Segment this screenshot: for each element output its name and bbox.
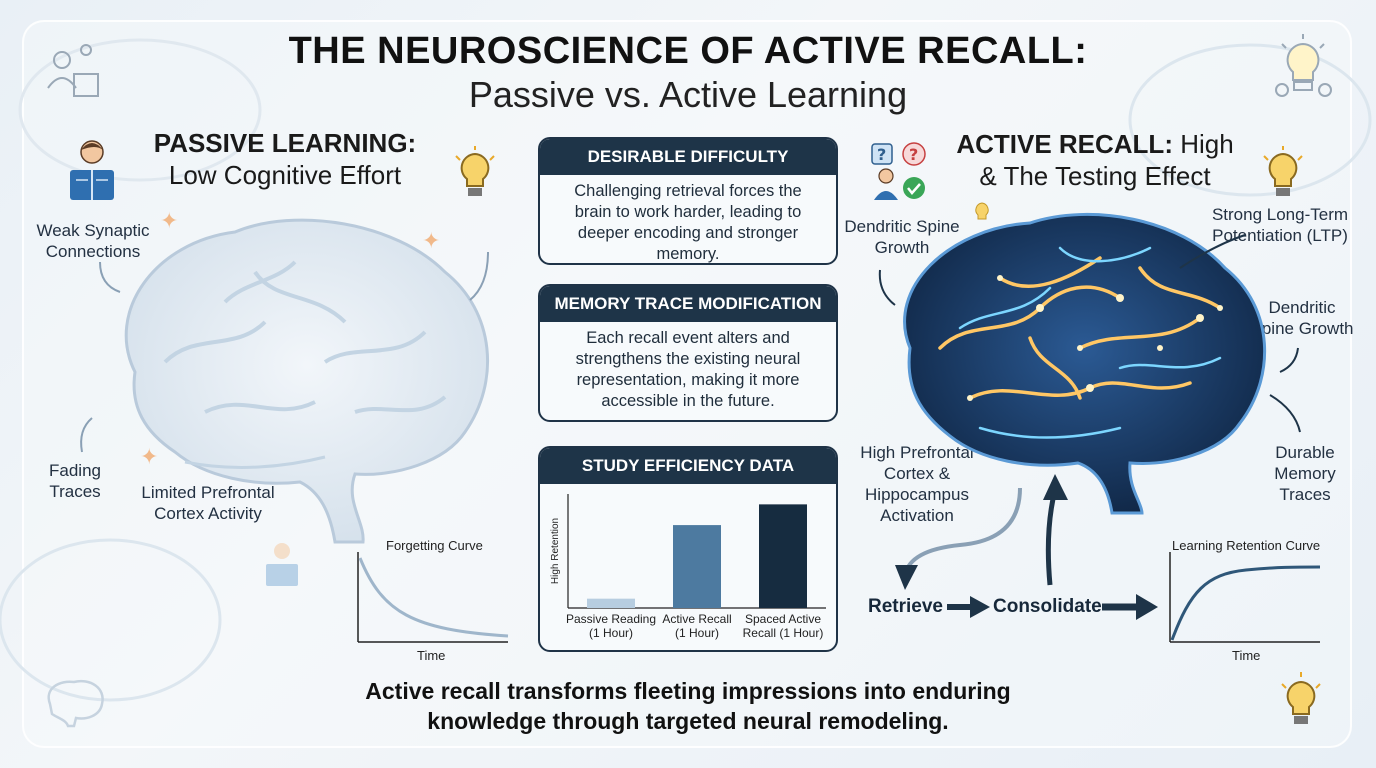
label-durable-traces: Durable Memory Traces <box>1274 443 1336 504</box>
label-ltp: Strong Long-Term Potentiation (LTP) <box>1211 205 1349 245</box>
sparkle-icons: ✦ ✦ ✦ <box>140 208 440 469</box>
active-heading: ACTIVE RECALL: High & The Testing Effect <box>950 128 1240 192</box>
label-high-prefrontal: High Prefrontal Cortex & Hippocampus Act… <box>860 443 974 525</box>
desirable-difficulty-heading: DESIRABLE DIFFICULTY <box>540 139 836 175</box>
memory-trace-text: Each recall event alters and strengthens… <box>575 329 801 410</box>
active-heading-bold: ACTIVE RECALL: <box>956 129 1173 159</box>
lightbulb-icon-active <box>1263 146 1303 196</box>
lightbulb-icon-bottom <box>1281 672 1321 724</box>
brain-outline-icon <box>47 679 104 728</box>
passive-heading-sub: Low Cognitive Effort <box>168 160 402 190</box>
people-collaboration-icon <box>47 44 99 97</box>
desirable-difficulty-text: Challenging retrieval forces the brain t… <box>574 182 802 263</box>
footer-line-1: Active recall transforms fleeting impres… <box>365 678 1011 704</box>
forgetting-curve-xlabel: Time <box>417 648 446 663</box>
retention-curve-chart <box>1169 552 1321 643</box>
student-reading-icon <box>70 140 114 200</box>
footer-line-2: knowledge through targeted neural remode… <box>427 708 949 734</box>
footer-caption: Active recall transforms fleeting impres… <box>0 676 1376 736</box>
active-heading-rest: High <box>1172 129 1234 159</box>
svg-text:✦: ✦ <box>422 228 440 253</box>
category-label: (1 Hour) <box>675 626 719 640</box>
svg-text:✦: ✦ <box>140 444 158 469</box>
category-label: Spaced Active <box>745 612 821 626</box>
bar <box>587 598 635 608</box>
flow-consolidate: Consolidate <box>993 596 1102 617</box>
category-label: Recall (1 Hour) <box>743 626 824 640</box>
page-title: THE NEUROSCIENCE OF ACTIVE RECALL: <box>288 30 1088 72</box>
passive-heading: PASSIVE LEARNING: Low Cognitive Effort <box>140 127 430 191</box>
memory-trace-card: MEMORY TRACE MODIFICATION Each recall ev… <box>538 284 838 422</box>
memory-trace-heading: MEMORY TRACE MODIFICATION <box>540 286 836 322</box>
label-limited-prefrontal: Limited Prefrontal Cortex Activity <box>141 483 275 523</box>
reading-person-icon <box>266 543 298 586</box>
passive-brain-illustration <box>124 218 490 544</box>
lightbulb-icon <box>455 146 495 196</box>
y-axis-label: High Retention <box>550 518 561 584</box>
forgetting-curve-chart <box>357 552 509 643</box>
active-brain-illustration <box>903 212 1267 515</box>
desirable-difficulty-card: DESIRABLE DIFFICULTY Challenging retriev… <box>538 137 838 265</box>
active-heading-sub: & The Testing Effect <box>979 161 1211 191</box>
passive-heading-bold: PASSIVE LEARNING: <box>153 128 417 158</box>
page-subtitle: Passive vs. Active Learning <box>468 74 908 115</box>
flow-retrieve: Retrieve <box>868 596 943 617</box>
question-check-person-icon: ? ? <box>871 142 926 200</box>
category-label: Active Recall <box>662 612 731 626</box>
small-lightbulb-icon <box>975 202 989 220</box>
label-fading-traces: Fading Traces <box>49 461 101 501</box>
svg-text:✦: ✦ <box>160 208 178 233</box>
retention-curve-xlabel: Time <box>1232 648 1261 663</box>
forgetting-curve-title: Forgetting Curve <box>386 538 483 553</box>
category-label: (1 Hour) <box>589 626 633 640</box>
lightbulb-gear-icon <box>1275 34 1332 97</box>
svg-text:?: ? <box>877 145 886 164</box>
label-dendritic-right: Dendritic Spine Growth <box>1250 298 1354 338</box>
retention-curve-title: Learning Retention Curve <box>1172 538 1321 553</box>
svg-text:?: ? <box>909 145 918 164</box>
label-weak-synaptic: Weak Synaptic Connections <box>36 221 150 261</box>
category-label: Passive Reading <box>566 612 656 626</box>
bar <box>673 525 721 608</box>
bar <box>759 504 807 608</box>
study-efficiency-heading: STUDY EFFICIENCY DATA <box>540 448 836 484</box>
label-dendritic-left: Dendritic Spine Growth <box>844 217 960 257</box>
